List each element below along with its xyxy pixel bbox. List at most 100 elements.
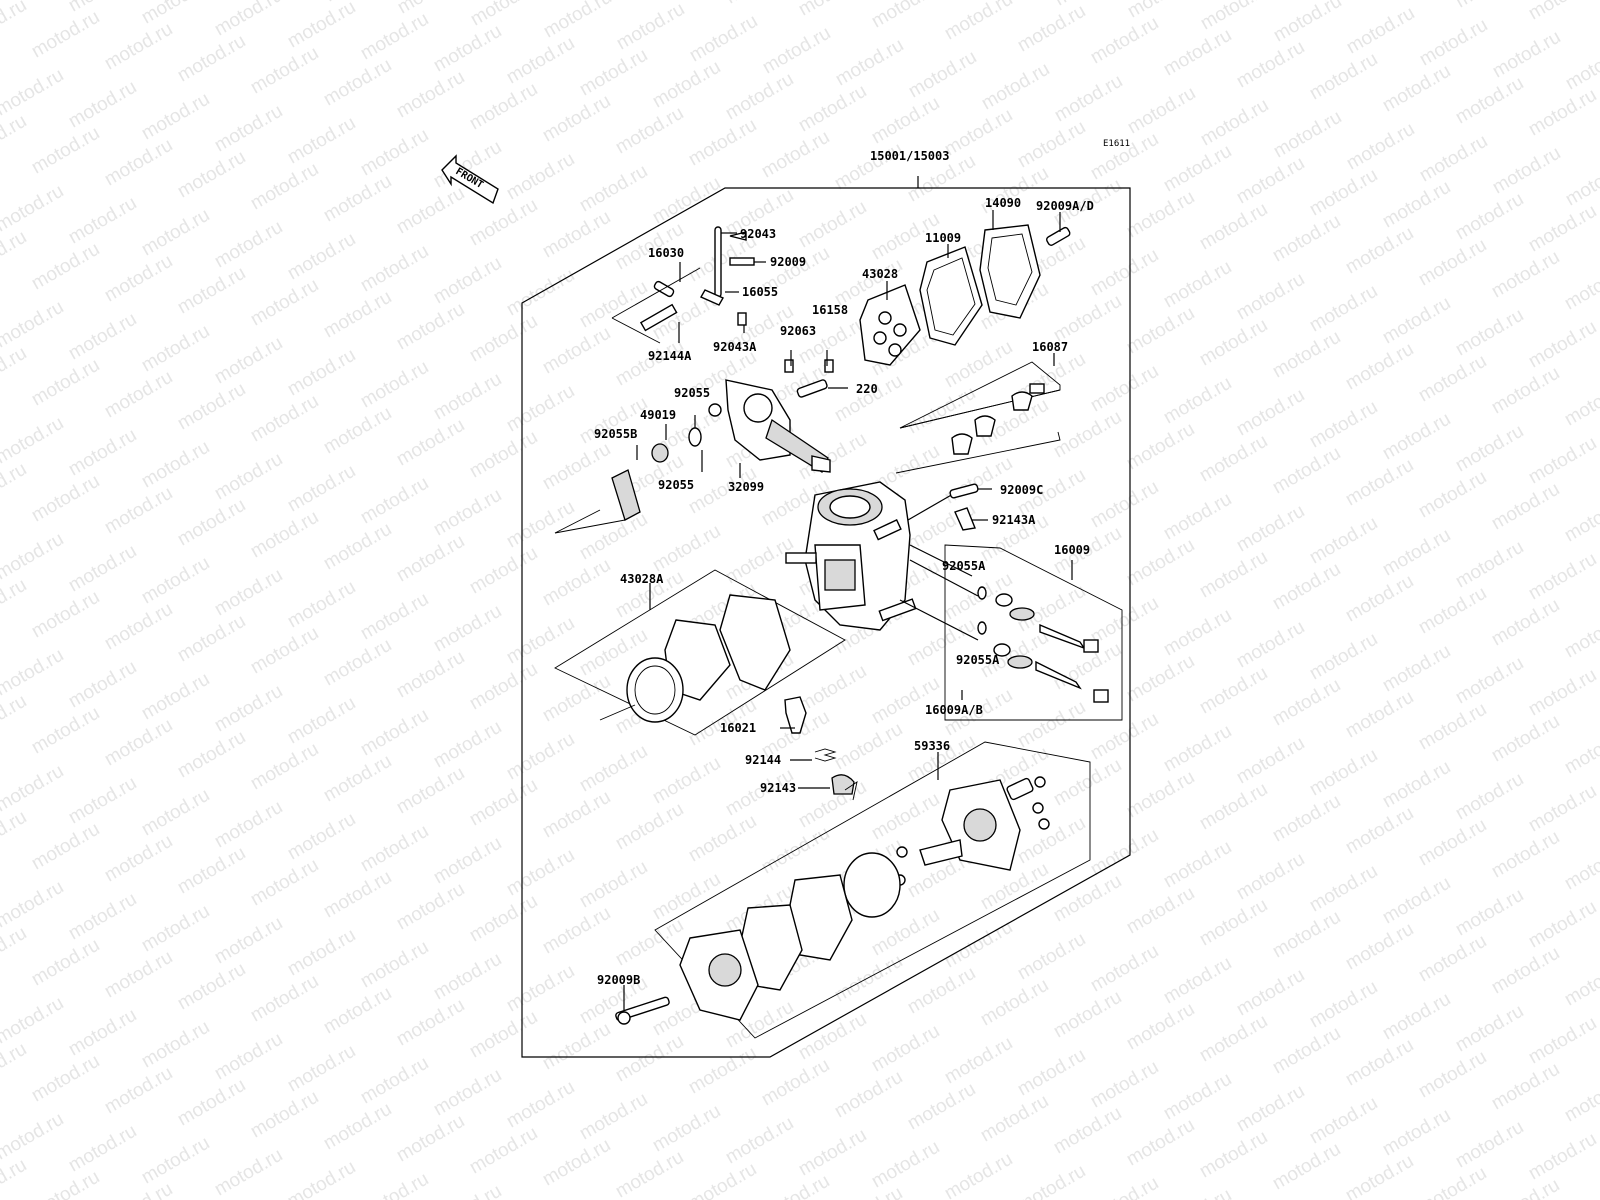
- watermark-text: motod.ru: [467, 0, 542, 30]
- watermark-text: motod.ru: [1452, 769, 1527, 825]
- watermark-text: motod.ru: [101, 947, 176, 1003]
- watermark-text: motod.ru: [576, 741, 651, 797]
- watermark-text: motod.ru: [1452, 537, 1527, 593]
- watermark-text: motod.ru: [174, 727, 249, 783]
- watermark-text: motod.ru: [539, 671, 614, 727]
- watermark-text: motod.ru: [1014, 1045, 1089, 1101]
- watermark-text: motod.ru: [540, 0, 615, 42]
- watermark-text: motod.ru: [941, 337, 1016, 393]
- watermark-text: motod.ru: [138, 0, 213, 28]
- watermark-text: motod.ru: [0, 761, 67, 817]
- part-label-16055: 16055: [742, 285, 778, 299]
- part-label-92009B: 92009B: [597, 973, 640, 987]
- watermark-text: motod.ru: [65, 889, 140, 945]
- watermark-text: motod.ru: [466, 79, 541, 135]
- watermark-text: motod.ru: [1415, 351, 1490, 407]
- watermark-text: motod.ru: [832, 35, 907, 91]
- watermark-text: motod.ru: [247, 623, 322, 679]
- watermark-text: motod.ru: [28, 355, 103, 411]
- watermark-text: motod.ru: [1087, 477, 1162, 533]
- watermark-text: motod.ru: [1416, 15, 1491, 71]
- watermark-text: motod.ru: [65, 1121, 140, 1177]
- watermark-text: motod.ru: [1087, 13, 1162, 69]
- watermark-text: motod.ru: [1343, 119, 1418, 175]
- watermark-text: motod.ru: [211, 1029, 286, 1085]
- watermark-text: motod.ru: [28, 703, 103, 759]
- watermark-text: motod.ru: [503, 497, 578, 553]
- watermark-text: motod.ru: [1561, 955, 1600, 1011]
- watermark-text: motod.ru: [1525, 1129, 1600, 1185]
- pressure-valve-group: [780, 696, 858, 801]
- watermark-text: motod.ru: [0, 181, 67, 237]
- watermark-text: motod.ru: [320, 171, 395, 227]
- watermark-text: motod.ru: [539, 207, 614, 263]
- watermark-text: motod.ru: [1342, 571, 1417, 627]
- watermark-text: motod.ru: [1342, 339, 1417, 395]
- part-label-16009AB: 16009A/B: [925, 703, 983, 717]
- watermark-text: motod.ru: [284, 693, 359, 749]
- watermark-text: motod.ru: [1416, 131, 1491, 187]
- watermark-text: motod.ru: [941, 105, 1016, 161]
- watermark-text: motod.ru: [1415, 583, 1490, 639]
- watermark-text: motod.ru: [138, 901, 213, 957]
- part-label-92055A-upper: 92055A: [942, 559, 986, 573]
- watermark-text: motod.ru: [1306, 513, 1381, 569]
- watermark-text: motod.ru: [1269, 1139, 1344, 1195]
- watermark-text: motod.ru: [0, 575, 30, 631]
- watermark-text: motod.ru: [1160, 837, 1235, 893]
- part-label-16021: 16021: [720, 721, 756, 735]
- watermark-text: motod.ru: [1525, 665, 1600, 721]
- watermark-text: motod.ru: [1342, 919, 1417, 975]
- watermark-text: motod.ru: [1342, 1035, 1417, 1091]
- watermark-text: motod.ru: [941, 1149, 1016, 1200]
- watermark-text: motod.ru: [868, 0, 943, 32]
- watermark-text: motod.ru: [247, 275, 322, 331]
- watermark-text: motod.ru: [1415, 1047, 1490, 1103]
- watermark-text: motod.ru: [1562, 155, 1600, 211]
- watermark-text: motod.ru: [1415, 467, 1490, 523]
- watermark-text: motod.ru: [394, 0, 469, 18]
- watermark-text: motod.ru: [211, 217, 286, 273]
- watermark-text: motod.ru: [1379, 177, 1454, 233]
- watermark-text: motod.ru: [685, 811, 760, 867]
- watermark-text: motod.ru: [211, 333, 286, 389]
- watermark-text: motod.ru: [357, 937, 432, 993]
- watermark-text: motod.ru: [284, 0, 359, 52]
- watermark-text: motod.ru: [101, 251, 176, 307]
- watermark-text: motod.ru: [1014, 1161, 1089, 1200]
- watermark-text: motod.ru: [0, 459, 30, 515]
- watermark-text: motod.ru: [28, 123, 103, 179]
- watermark-text: motod.ru: [1196, 315, 1271, 371]
- watermark-text: motod.ru: [1197, 95, 1272, 151]
- part-label-16158: 16158: [812, 303, 848, 317]
- watermark-text: motod.ru: [28, 1167, 103, 1200]
- valve-group-16087: [895, 353, 1061, 474]
- watermark-text: motod.ru: [211, 0, 286, 40]
- watermark-text: motod.ru: [174, 147, 249, 203]
- watermark-text: motod.ru: [284, 1041, 359, 1097]
- watermark-text: motod.ru: [1415, 815, 1490, 871]
- watermark-text: motod.ru: [941, 453, 1016, 509]
- watermark-text: motod.ru: [1342, 455, 1417, 511]
- watermark-text: motod.ru: [0, 0, 30, 50]
- watermark-text: motod.ru: [759, 23, 834, 79]
- watermark-text: motod.ru: [831, 1067, 906, 1123]
- watermark-text: motod.ru: [1233, 37, 1308, 93]
- watermark-text: motod.ru: [65, 541, 140, 597]
- watermark-text: motod.ru: [1160, 1069, 1235, 1125]
- watermark-text: motod.ru: [174, 611, 249, 667]
- watermark-text: motod.ru: [320, 751, 395, 807]
- watermark-text: motod.ru: [1087, 245, 1162, 301]
- watermark-text: motod.ru: [357, 357, 432, 413]
- watermark-text: motod.ru: [758, 1171, 833, 1200]
- watermark-text: motod.ru: [539, 903, 614, 959]
- watermark-text: motod.ru: [430, 485, 505, 541]
- watermark-text: motod.ru: [503, 1077, 578, 1133]
- watermark-text: motod.ru: [0, 111, 30, 167]
- watermark-text: motod.ru: [138, 89, 213, 145]
- watermark-text: motod.ru: [1160, 721, 1235, 777]
- watermark-text: motod.ru: [868, 1021, 943, 1077]
- watermark-text: motod.ru: [284, 113, 359, 169]
- choke-lever-group: [611, 226, 766, 344]
